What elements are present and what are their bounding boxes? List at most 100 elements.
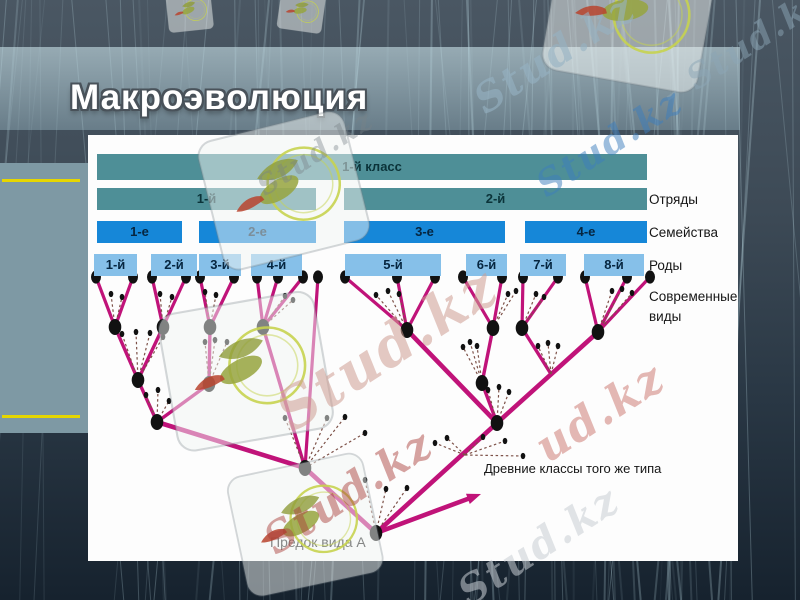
species-dot xyxy=(313,270,323,284)
tree-node xyxy=(108,319,122,335)
extinct-species-dot xyxy=(460,343,466,351)
extinct-species-dot xyxy=(545,339,551,347)
taxon-bar-genera: 3-й xyxy=(199,254,241,276)
extinct-species-dot xyxy=(533,290,539,298)
extinct-species-dot xyxy=(520,452,526,460)
tree-node xyxy=(486,320,500,336)
species-edge xyxy=(491,275,504,330)
tree-node xyxy=(515,320,529,336)
side-label-families: Семейства xyxy=(649,225,719,240)
species-edge xyxy=(583,275,600,334)
species-edge xyxy=(94,275,117,329)
tree-edge xyxy=(136,325,165,382)
tree-edge xyxy=(520,326,553,376)
logo-ring xyxy=(296,0,319,23)
tree-edge xyxy=(480,326,495,385)
extinct-species-dot xyxy=(133,328,139,336)
tree-edge xyxy=(404,327,500,426)
ancestor-label: Предок вида А xyxy=(270,534,366,550)
extinct-branch xyxy=(464,436,484,456)
side-label-modern-species: Современные виды xyxy=(649,289,738,325)
taxon-bar-class: 1-й класс xyxy=(97,154,647,180)
extinct-branch xyxy=(537,345,552,375)
slide-title: Макроэволюция xyxy=(70,78,369,117)
tree-node xyxy=(591,324,605,340)
extinct-species-dot xyxy=(108,290,114,298)
extinct-species-dot xyxy=(119,293,125,301)
extinct-species-dot xyxy=(555,342,561,350)
extinct-branch xyxy=(137,336,164,381)
species-edge xyxy=(461,275,495,330)
extinct-species-dot xyxy=(541,293,547,301)
hummingbird-body xyxy=(182,6,195,15)
ancient-classes-arrow-shaft xyxy=(373,495,474,536)
species-dot xyxy=(645,270,655,284)
extinct-species-dot xyxy=(432,439,438,447)
tree-node xyxy=(131,372,145,388)
content-placeholder-strip xyxy=(0,163,88,433)
extinct-species-dot xyxy=(396,290,402,298)
extinct-species-dot xyxy=(362,429,368,437)
taxon-bar-genera: 4-й xyxy=(251,254,302,276)
species-edge xyxy=(520,275,525,330)
tree-edge xyxy=(136,378,159,424)
extinct-species-dot xyxy=(513,287,519,295)
tree-node xyxy=(475,375,489,391)
extinct-species-dot xyxy=(474,342,480,350)
taxon-bar-genera: 2-й xyxy=(151,254,197,276)
extinct-species-dot xyxy=(629,289,635,297)
extinct-branch xyxy=(547,342,552,375)
taxon-bar-families: 2-е xyxy=(199,221,316,243)
side-label-orders: Отряды xyxy=(649,192,698,207)
species-edge xyxy=(395,275,409,332)
ancient-classes-arrowhead xyxy=(465,493,481,505)
hummingbird-body xyxy=(293,7,307,14)
side-label-genera: Роды xyxy=(649,258,683,273)
ancient-classes-label: Древние классы того же типа xyxy=(484,461,662,476)
taxon-bar-families: 3-е xyxy=(344,221,505,243)
extinct-species-dot xyxy=(485,386,491,394)
extinct-species-dot xyxy=(385,287,391,295)
tree-node xyxy=(490,415,504,431)
extinct-species-dot xyxy=(609,287,615,295)
watermark-tile xyxy=(276,0,327,34)
streak-line xyxy=(791,0,796,600)
extinct-branch xyxy=(597,292,633,333)
extinct-species-dot xyxy=(404,484,410,492)
tree-edge xyxy=(373,420,500,536)
extinct-branch xyxy=(597,288,623,333)
tree-node xyxy=(400,322,414,338)
logo-ring-inner xyxy=(298,2,317,21)
species-edge xyxy=(405,275,437,332)
watermark-tile xyxy=(165,0,214,33)
extinct-species-dot xyxy=(505,290,511,298)
hummingbird-beak-icon xyxy=(285,9,295,13)
taxon-bar-genera: 5-й xyxy=(345,254,441,276)
extinct-species-dot xyxy=(467,338,473,346)
watermark-logo xyxy=(276,0,327,34)
logo-ring-inner xyxy=(186,0,205,19)
species-edge xyxy=(113,275,135,329)
extinct-species-dot xyxy=(119,330,125,338)
extinct-branch xyxy=(434,442,466,456)
extinct-species-dot xyxy=(496,383,502,391)
taxon-bar-families: 4-е xyxy=(525,221,647,243)
hummingbird-beak-icon xyxy=(575,5,607,16)
accent-line-bottom xyxy=(2,415,80,418)
extinct-species-dot xyxy=(480,433,486,441)
extinct-branch xyxy=(446,437,466,456)
extinct-species-dot xyxy=(147,329,153,337)
extinct-species-dot xyxy=(383,485,389,493)
extinct-species-dot xyxy=(535,342,541,350)
taxon-bar-genera: 1-й xyxy=(94,254,137,276)
hummingbird-wing xyxy=(608,0,657,3)
hummingbird-body xyxy=(602,0,649,21)
logo-ring-inner xyxy=(620,0,683,47)
taxon-bar-families: 1-е xyxy=(97,221,182,243)
extinct-branch xyxy=(375,487,408,534)
taxon-bar-genera: 7-й xyxy=(520,254,566,276)
extinct-species-dot xyxy=(444,434,450,442)
hummingbird-wing xyxy=(295,2,309,8)
